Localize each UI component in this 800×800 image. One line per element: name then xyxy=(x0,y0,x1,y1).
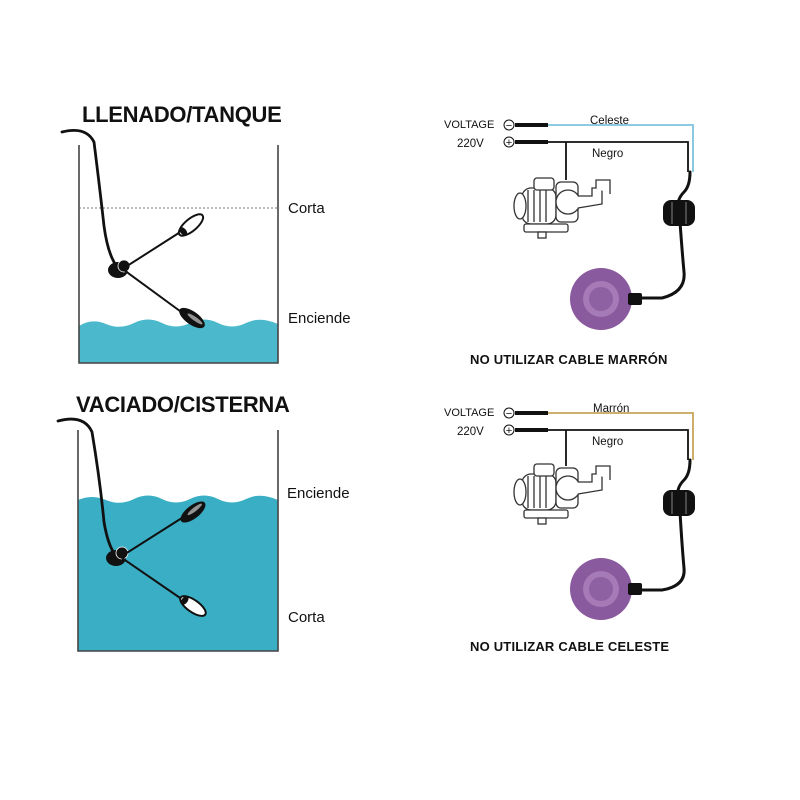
wiring-bottom-counterweight-icon xyxy=(663,490,695,516)
wiring-bottom-voltage-value: 220V xyxy=(457,426,484,438)
empty-tank-float-upper xyxy=(180,501,206,523)
empty-tank-walls xyxy=(77,430,279,652)
wiring-top-plus-terminal: + xyxy=(503,136,515,149)
fill-tank-label-top: Corta xyxy=(288,200,325,217)
fill-tank-arm-down xyxy=(123,269,185,315)
empty-tank-label-bottom: Corta xyxy=(288,609,325,626)
fill-tank-arm-up xyxy=(123,228,186,269)
wiring-top-minus-symbol: − xyxy=(506,120,512,132)
empty-tank-title: VACIADO/CISTERNA xyxy=(76,392,290,417)
wiring-bottom-wire-2-label: Negro xyxy=(592,436,623,448)
fill-tank-label-bottom: Enciende xyxy=(288,310,351,327)
wiring-bottom-wire-2 xyxy=(548,429,689,460)
wiring-bottom-switch-cable-lower xyxy=(636,510,686,592)
fill-tank-walls xyxy=(78,145,279,364)
wiring-bottom-voltage-label: VOLTAGE xyxy=(444,407,494,419)
fill-tank-cable xyxy=(60,128,120,270)
wiring-bottom-plus-terminal: + xyxy=(503,424,515,437)
wiring-top-wire-1-label: Celeste xyxy=(590,115,629,127)
wiring-top-voltage-label: VOLTAGE xyxy=(444,119,494,131)
wiring-bottom-wire-1 xyxy=(548,412,694,460)
wiring-bottom-minus-terminal: − xyxy=(503,407,515,420)
wiring-bottom-panel: VOLTAGE 220V − + Marrón Negro xyxy=(444,403,695,654)
wiring-bottom-float-icon xyxy=(570,558,642,620)
wiring-top-pump-icon xyxy=(513,177,611,239)
wiring-top-voltage-value: 220V xyxy=(457,138,484,150)
fill-tank-float-upper xyxy=(177,213,205,237)
empty-tank-float-lower xyxy=(179,595,207,617)
empty-tank-cable xyxy=(56,417,118,558)
wiring-top-wire-1 xyxy=(548,124,694,172)
wiring-bottom-plus-symbol: + xyxy=(506,425,512,437)
fill-tank-counterweight xyxy=(108,259,131,278)
empty-tank-water xyxy=(78,495,278,651)
wiring-top-panel: VOLTAGE 220V − + Celeste Negro xyxy=(444,115,695,367)
empty-tank-arm-down xyxy=(121,557,187,603)
empty-tank-panel: VACIADO/CISTERNA Enciende Corta xyxy=(56,392,350,652)
wiring-top-counterweight-icon xyxy=(663,200,695,226)
fill-tank-title: LLENADO/TANQUE xyxy=(82,102,282,127)
wiring-bottom-caption: NO UTILIZAR CABLE CELESTE xyxy=(470,639,669,654)
fill-tank-float-lower xyxy=(179,307,205,329)
wiring-top-float-icon xyxy=(570,268,642,330)
wiring-top-minus-terminal: − xyxy=(503,119,515,132)
fill-tank-panel: LLENADO/TANQUE Corta Enciende xyxy=(60,102,351,364)
wiring-top-plus-symbol: + xyxy=(506,137,512,149)
wiring-bottom-pump-icon xyxy=(513,463,611,525)
wiring-top-wire-2-label: Negro xyxy=(592,148,623,160)
empty-tank-arm-up xyxy=(121,515,186,557)
wiring-bottom-wire-1-label: Marrón xyxy=(593,403,629,415)
empty-tank-label-top: Enciende xyxy=(287,485,350,502)
wiring-top-caption: NO UTILIZAR CABLE MARRÓN xyxy=(470,352,668,367)
wiring-bottom-minus-symbol: − xyxy=(506,408,512,420)
wiring-top-switch-cable-lower xyxy=(638,220,686,300)
wiring-top-wire-2 xyxy=(548,141,689,172)
fill-tank-water xyxy=(79,319,278,363)
